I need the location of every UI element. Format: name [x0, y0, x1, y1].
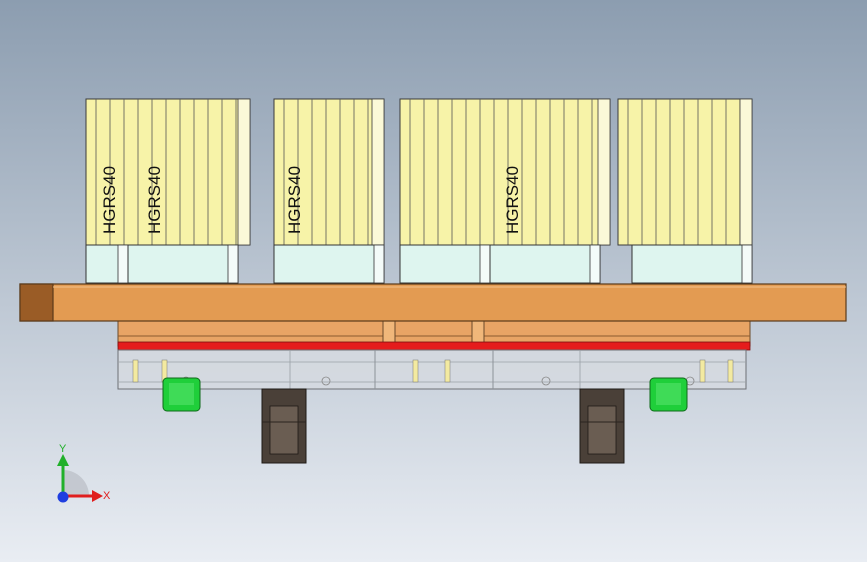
- green-fitting-left: [162, 377, 201, 412]
- cylinder-1: HGRS40 HGRS40: [85, 98, 251, 284]
- dark-block-right: [579, 388, 625, 464]
- cylinder-base: [399, 244, 491, 284]
- cylinder-model-label: HGRS40: [503, 166, 522, 234]
- green-fitting-right: [649, 377, 688, 412]
- x-axis-arrowhead: [92, 490, 103, 502]
- y-axis-arrowhead: [57, 454, 69, 466]
- red-strip: [117, 341, 751, 351]
- axis-triad: Y X: [57, 443, 111, 503]
- lower-frame: [117, 317, 751, 347]
- triad-arc: [63, 470, 89, 496]
- cylinder-base: [273, 244, 385, 284]
- z-axis-dot: [57, 491, 69, 503]
- cylinder-4: [617, 98, 753, 284]
- cylinder-3: HGRS40: [399, 98, 611, 284]
- cylinder-2: HGRS40: [273, 98, 385, 284]
- main-plate: [19, 283, 847, 322]
- cylinder-model-label: HGRS40: [145, 166, 164, 234]
- x-axis-label: X: [103, 490, 111, 502]
- cylinder-group: HGRS40 HGRS40 HGRS40 HGRS40: [85, 98, 753, 284]
- dark-block-left: [261, 388, 307, 464]
- cylinder-base: [127, 244, 239, 284]
- cylinder-base: [489, 244, 601, 284]
- cylinder-model-label: HGRS40: [100, 166, 119, 234]
- cylinder-base: [631, 244, 753, 284]
- cylinder-model-label: HGRS40: [285, 166, 304, 234]
- y-axis-label: Y: [59, 443, 67, 455]
- transparent-base: [117, 349, 747, 390]
